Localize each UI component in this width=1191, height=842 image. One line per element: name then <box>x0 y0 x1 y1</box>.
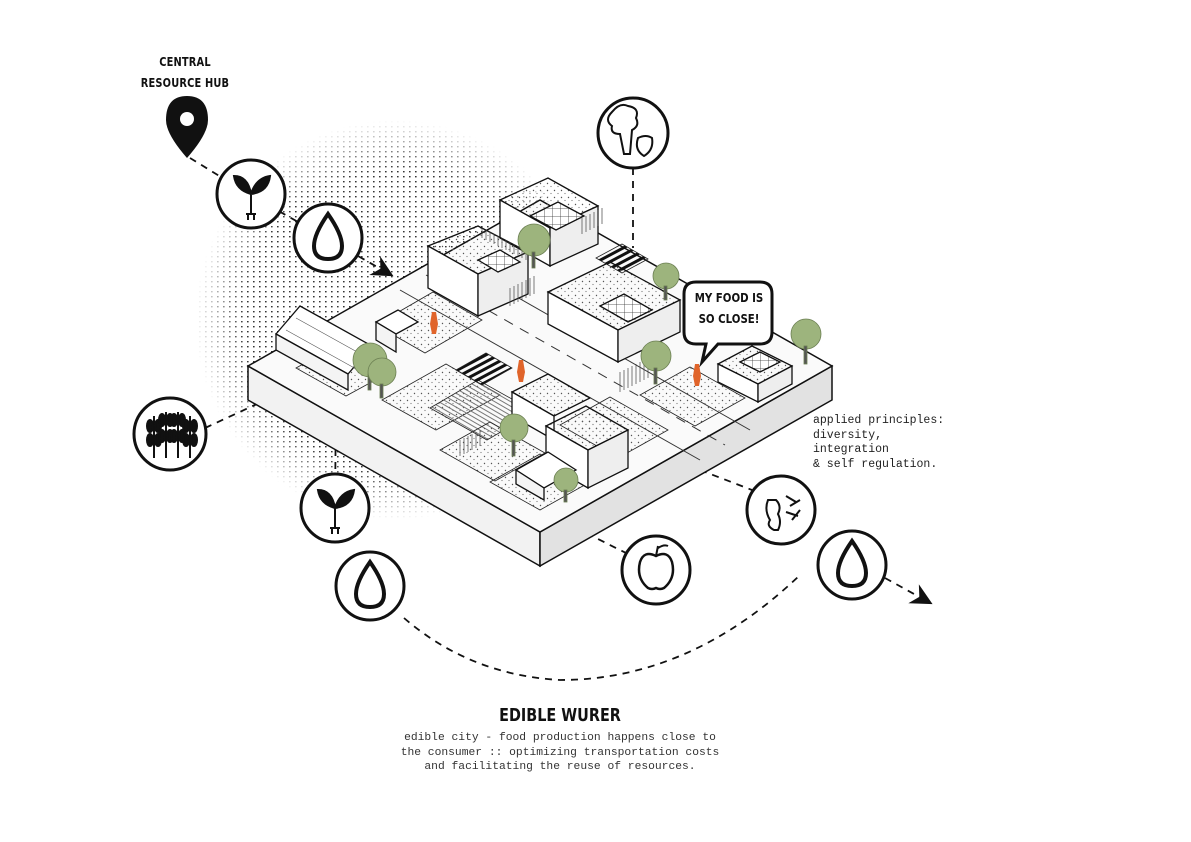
applied-principles: applied principles: diversity, integrati… <box>813 414 993 472</box>
principles-line1: applied principles: <box>813 414 945 427</box>
person-figure <box>517 360 525 382</box>
flow-water-out <box>884 577 933 605</box>
subtitle-line1: edible city - food production happens cl… <box>404 732 716 744</box>
hub-label-line1: CENTRAL <box>159 55 211 69</box>
icons <box>132 96 888 622</box>
fences <box>459 208 649 456</box>
subtitle-line2: the consumer :: optimizing transportatio… <box>400 746 720 759</box>
sprout-plug-icon <box>215 158 287 230</box>
principles-line2: diversity, <box>813 428 883 442</box>
tree <box>499 413 529 457</box>
tree <box>517 223 551 269</box>
compost-icon <box>745 474 817 546</box>
map-pin-icon <box>166 96 208 158</box>
tree <box>367 357 397 399</box>
subtitle-line3: and facilitating the reuse of resources. <box>424 761 696 773</box>
tree <box>553 467 579 503</box>
bubble-line2: SO CLOSE! <box>698 312 760 326</box>
apple-icon <box>620 534 692 606</box>
speech-bubble <box>682 280 774 368</box>
crosswalk-1 <box>455 352 513 386</box>
water-drop-icon <box>292 202 364 274</box>
hub-label-line2: RESOURCE HUB <box>140 76 230 90</box>
central-resource-hub-label: CENTRAL RESOURCE HUB <box>132 52 239 94</box>
sprout-plug-icon <box>299 472 371 544</box>
greenhouse-lower <box>514 451 578 502</box>
shed-left <box>374 309 420 354</box>
speech-bubble-text: MY FOOD IS SO CLOSE! <box>692 288 765 330</box>
building-center <box>546 261 682 364</box>
water-drop-icon <box>334 550 406 622</box>
person-figure <box>693 364 701 386</box>
water-drop-icon <box>816 529 888 601</box>
diagram-title: EDIBLE WURER <box>499 705 621 726</box>
diagram-subtitle: edible city - food production happens cl… <box>360 731 760 775</box>
tree <box>640 340 672 385</box>
field-dotted-1 <box>375 291 483 354</box>
site-block <box>246 199 834 568</box>
person-figure <box>430 312 438 334</box>
principles-line4: & self regulation. <box>813 457 938 471</box>
trees <box>352 223 822 503</box>
bubble-line1: MY FOOD IS <box>694 291 764 305</box>
flow-hub-to-site <box>189 157 394 277</box>
flow-water-arc <box>403 574 801 681</box>
grain-icon <box>132 396 208 472</box>
principles-line3: integration <box>813 443 889 456</box>
figures <box>430 312 701 386</box>
building-left-upper <box>426 225 530 318</box>
vegetables-icon <box>596 96 670 170</box>
flow-right-out <box>699 469 753 491</box>
tree <box>790 318 822 365</box>
building-right <box>716 345 794 404</box>
building-lower <box>510 373 630 490</box>
tree <box>652 262 680 301</box>
